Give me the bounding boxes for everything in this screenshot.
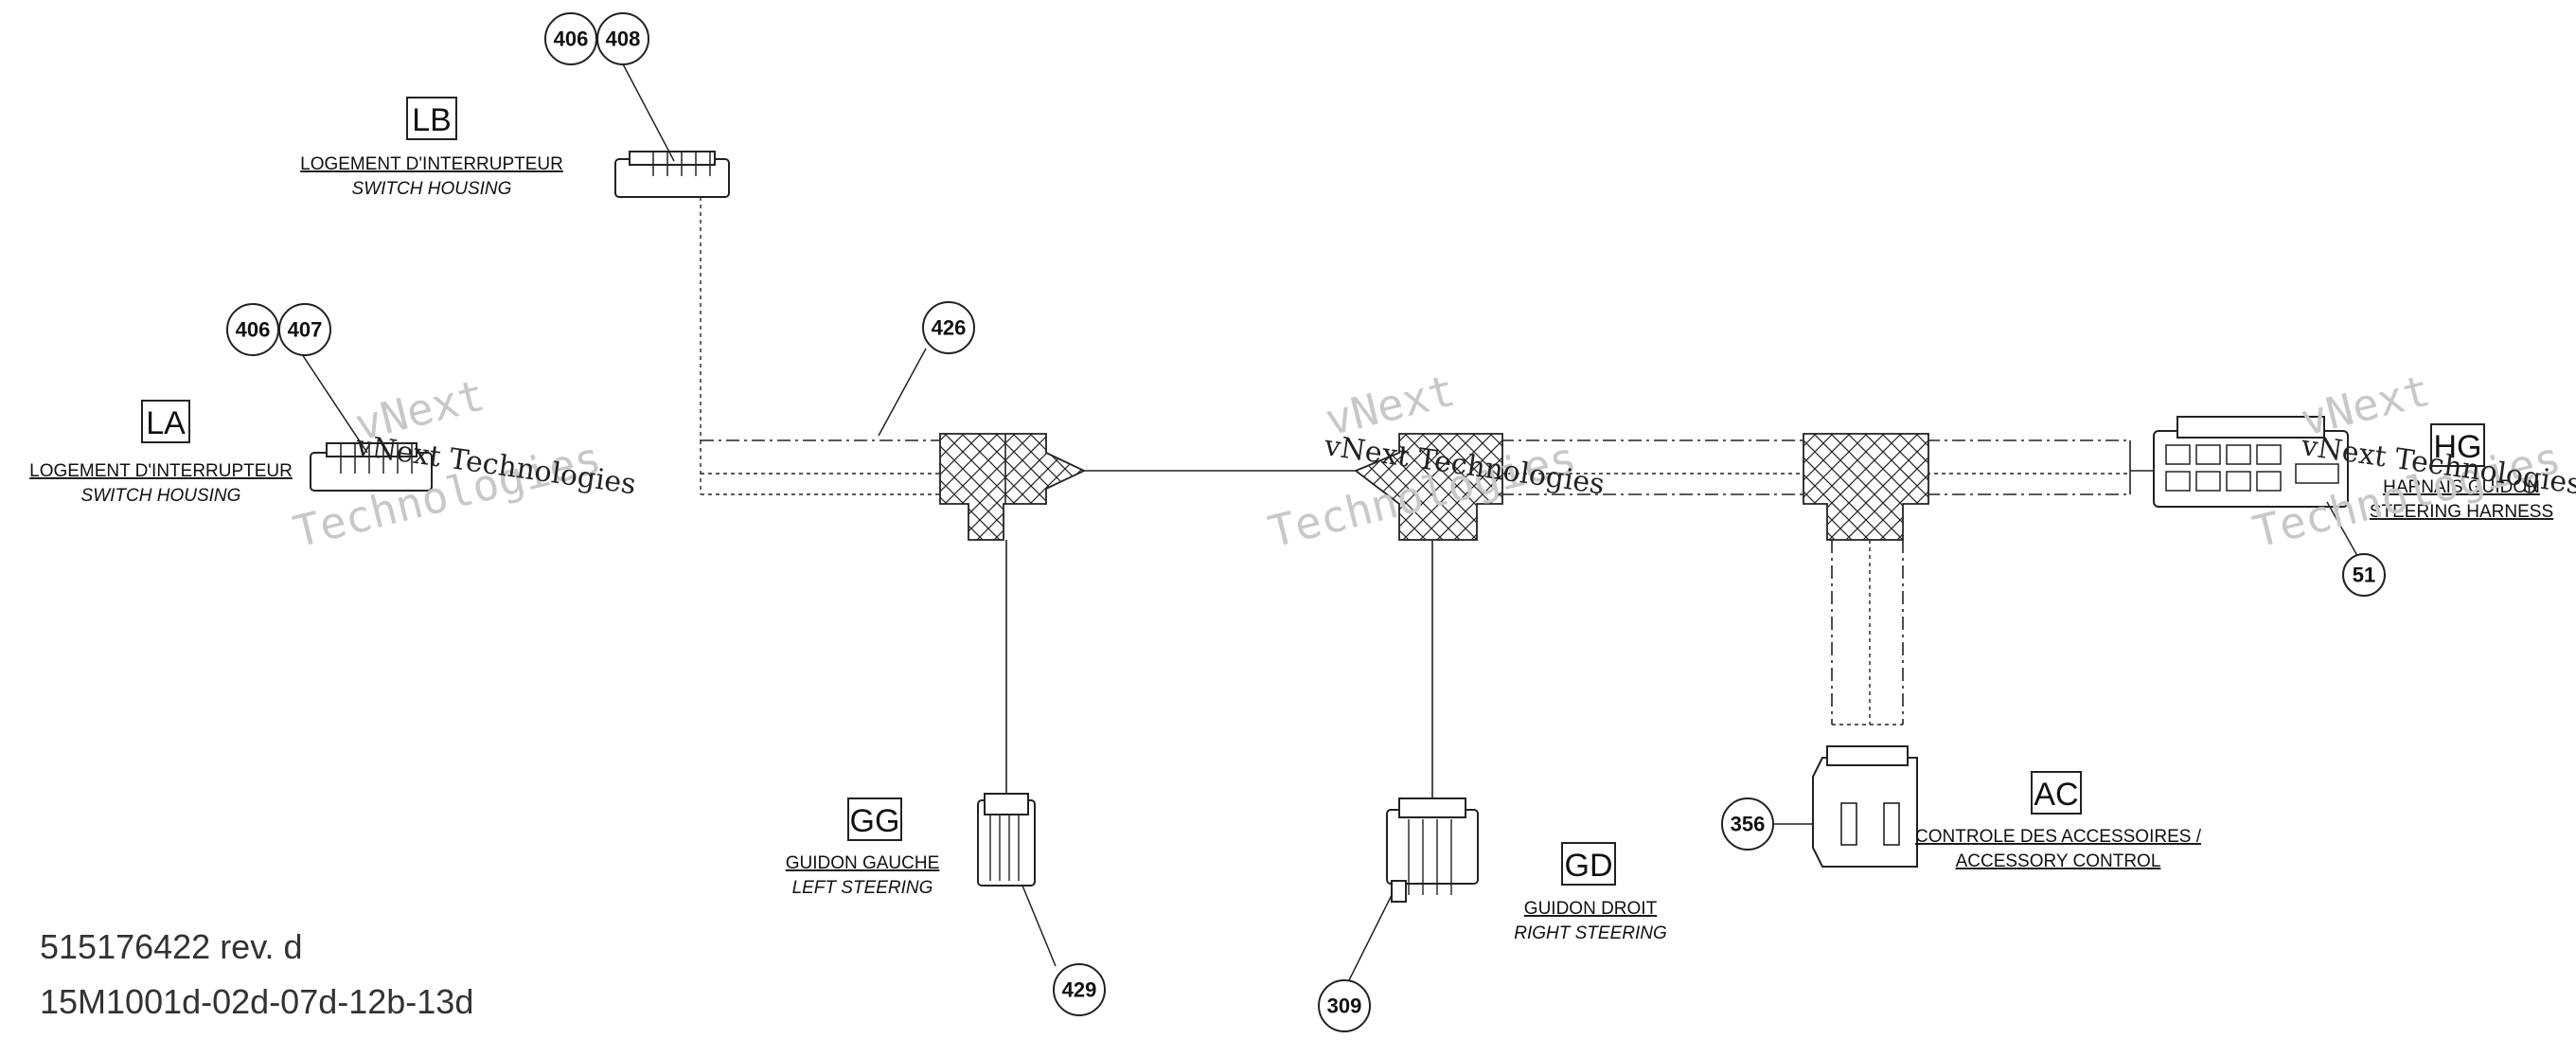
svg-text:GG: GG <box>850 803 900 839</box>
svg-text:LB: LB <box>412 102 452 138</box>
label-gg: GG GUIDON GAUCHE LEFT STEERING <box>786 797 940 898</box>
connector-gd[interactable] <box>1386 797 1479 903</box>
svg-text:STEERING HARNESS: STEERING HARNESS <box>2370 502 2553 522</box>
connector-ac[interactable] <box>1812 745 1918 868</box>
junction-left <box>939 433 1087 541</box>
junction-middle <box>1354 433 1503 541</box>
junction-right <box>1803 433 1929 541</box>
connector-la[interactable] <box>310 442 433 492</box>
drop-ac <box>1831 540 1904 726</box>
svg-text:406: 406 <box>236 318 271 342</box>
callout-356[interactable]: 356 <box>1721 797 1774 851</box>
leader-lines <box>297 58 2361 991</box>
callout-309[interactable]: 309 <box>1318 979 1371 1032</box>
label-la: LA LOGEMENT D'INTERRUPTEUR SWITCH HOUSIN… <box>29 400 293 506</box>
label-lb: LB LOGEMENT D'INTERRUPTEUR SWITCH HOUSIN… <box>300 97 563 199</box>
drawing-code: 15M1001d-02d-07d-12b-13d <box>40 982 473 1021</box>
label-hg: HG HARNAIS GUIDON STEERING HARNESS <box>2370 423 2553 522</box>
svg-text:406: 406 <box>554 27 589 51</box>
svg-text:429: 429 <box>1062 978 1097 1002</box>
label-ac: AC CONTROLE DES ACCESSOIRES / ACCESSORY … <box>1915 771 2202 871</box>
svg-text:SWITCH HOUSING: SWITCH HOUSING <box>352 179 512 199</box>
callout-426[interactable]: 426 <box>922 301 975 354</box>
connector-hg[interactable] <box>2153 416 2349 508</box>
svg-text:426: 426 <box>932 316 967 340</box>
callout-406a[interactable]: 406 <box>544 12 597 65</box>
callout-429[interactable]: 429 <box>1053 963 1106 1016</box>
svg-text:309: 309 <box>1327 994 1362 1018</box>
svg-text:LA: LA <box>146 405 186 441</box>
svg-text:HG: HG <box>2434 429 2482 465</box>
svg-text:ACCESSORY CONTROL: ACCESSORY CONTROL <box>1956 851 2161 871</box>
svg-text:SWITCH HOUSING: SWITCH HOUSING <box>81 486 241 506</box>
svg-text:CONTROLE DES ACCESSOIRES /: CONTROLE DES ACCESSOIRES / <box>1915 827 2202 847</box>
svg-text:GD: GD <box>1565 848 1613 884</box>
callout-407[interactable]: 407 <box>278 303 331 356</box>
reference-block: 515176422 rev. d 15M1001d-02d-07d-12b-13… <box>40 927 473 1021</box>
svg-text:GUIDON GAUCHE: GUIDON GAUCHE <box>786 853 940 873</box>
svg-text:GUIDON DROIT: GUIDON DROIT <box>1524 899 1658 919</box>
svg-text:51: 51 <box>2353 564 2375 587</box>
svg-text:RIGHT STEERING: RIGHT STEERING <box>1514 923 1667 943</box>
part-number: 515176422 rev. d <box>40 927 303 966</box>
callout-406b[interactable]: 406 <box>226 303 279 356</box>
svg-text:408: 408 <box>606 27 641 51</box>
svg-text:LOGEMENT D'INTERRUPTEUR: LOGEMENT D'INTERRUPTEUR <box>29 461 293 481</box>
callout-51[interactable]: 51 <box>2342 553 2386 597</box>
svg-text:LEFT STEERING: LEFT STEERING <box>792 878 933 898</box>
main-harness-trunk <box>700 439 2154 495</box>
svg-text:407: 407 <box>288 318 323 342</box>
label-gd: GD GUIDON DROIT RIGHT STEERING <box>1514 842 1667 943</box>
svg-text:LOGEMENT D'INTERRUPTEUR: LOGEMENT D'INTERRUPTEUR <box>300 154 563 174</box>
callout-408[interactable]: 408 <box>596 12 649 65</box>
svg-text:356: 356 <box>1731 813 1766 836</box>
svg-text:AC: AC <box>2034 777 2078 813</box>
connector-gg[interactable] <box>977 793 1036 887</box>
svg-text:HARNAIS GUIDON: HARNAIS GUIDON <box>2383 477 2540 497</box>
